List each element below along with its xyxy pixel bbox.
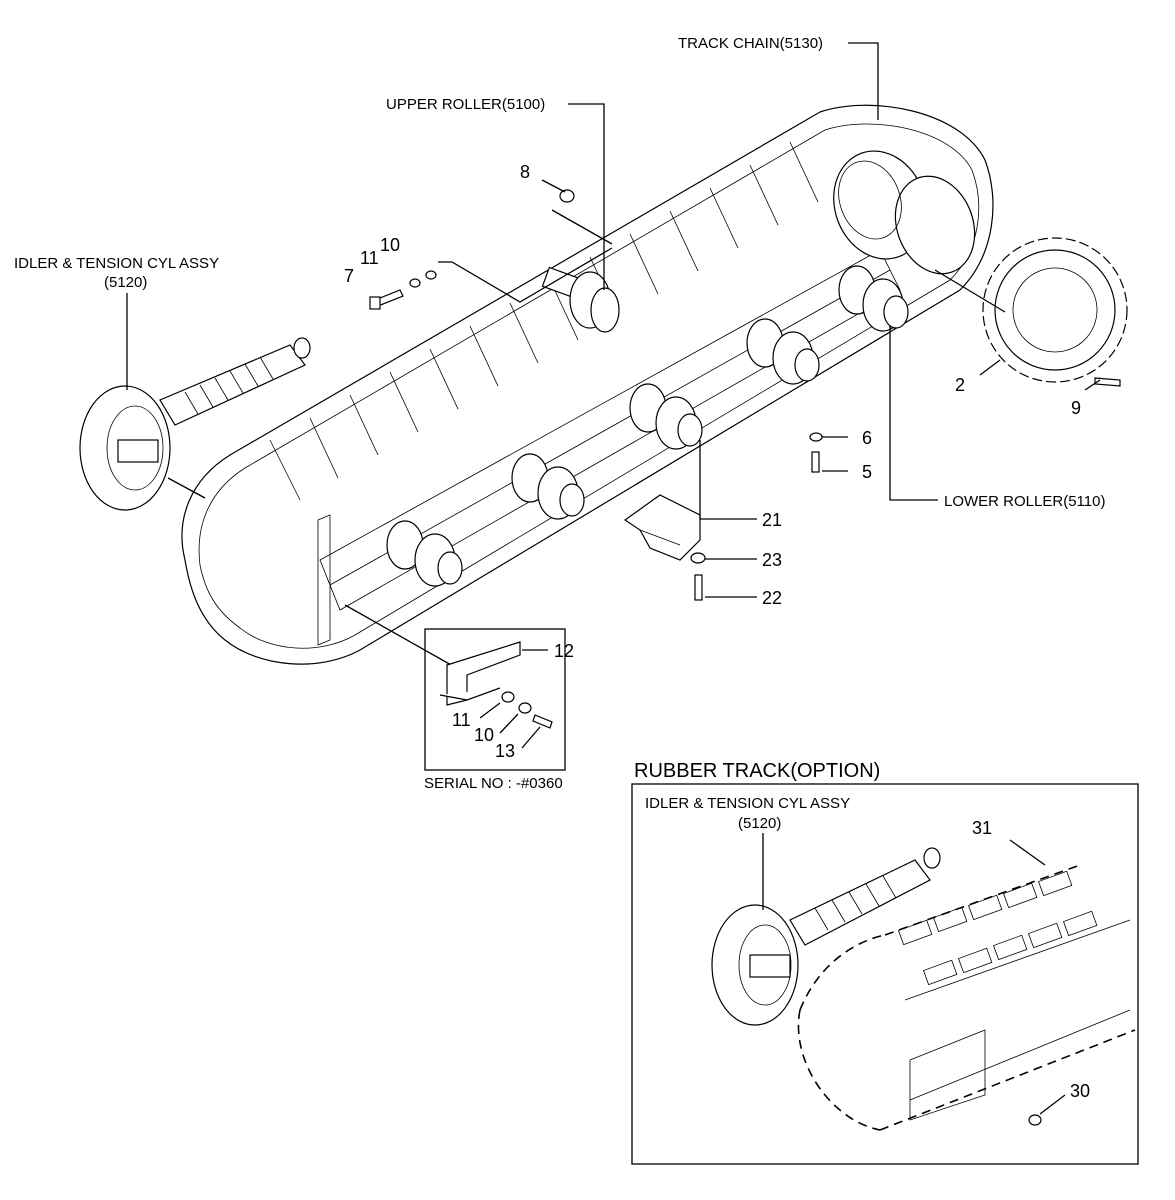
part-number-21: 21: [762, 510, 782, 530]
rubber-tread: [897, 870, 1098, 986]
part-number-7: 7: [344, 266, 354, 286]
upper-roller: [541, 266, 620, 333]
part-number-12: 12: [554, 641, 574, 661]
part-number-9: 9: [1071, 398, 1081, 418]
inset-part-number-10: 10: [474, 725, 494, 745]
part-number-13: 13: [495, 741, 515, 761]
lower-roller-label: LOWER ROLLER(5110): [944, 493, 1105, 510]
rubber-idler-assy-code-label: (5120): [738, 815, 781, 832]
lower-roller-5: [838, 265, 909, 332]
idler-assy-code-label: (5120): [104, 274, 147, 291]
inset-part-number-11: 11: [452, 710, 471, 730]
part-number-2: 2: [955, 375, 965, 395]
rubber-track-option-box: [631, 783, 1139, 1165]
lower-roller-3: [629, 383, 703, 450]
track-chain-label: TRACK CHAIN(5130): [678, 35, 823, 52]
part-number-5: 5: [862, 462, 872, 482]
rubber-idler-assy-label: IDLER & TENSION CYL ASSY: [645, 795, 850, 812]
serial-no-label: SERIAL NO : -#0360: [424, 775, 563, 792]
lower-roller-1: [386, 520, 463, 587]
lower-roller-4: [746, 318, 820, 385]
hardware: [369, 189, 1121, 601]
lower-rollers: [386, 265, 909, 587]
part-number-11: 11: [360, 248, 379, 268]
idler-assy-label: IDLER & TENSION CYL ASSY: [14, 255, 219, 272]
travel-motor: [833, 150, 976, 275]
track-guard: [623, 494, 701, 561]
part-number-10: 10: [380, 235, 400, 255]
lower-roller-2: [511, 453, 585, 520]
part-number-30: 30: [1070, 1081, 1090, 1101]
sprocket: [982, 237, 1128, 383]
idler-tension-cylinder: [79, 337, 311, 511]
part-number-22: 22: [762, 588, 782, 608]
rubber-track-title: RUBBER TRACK(OPTION): [634, 760, 880, 782]
part-number-8: 8: [520, 162, 530, 182]
part-number-31: 31: [972, 818, 992, 838]
upper-roller-label: UPPER ROLLER(5100): [386, 96, 545, 113]
part-number-23: 23: [762, 550, 782, 570]
part-number-6: 6: [862, 428, 872, 448]
serial-detail-box: [424, 628, 566, 771]
leader-lines: [126, 42, 1101, 671]
